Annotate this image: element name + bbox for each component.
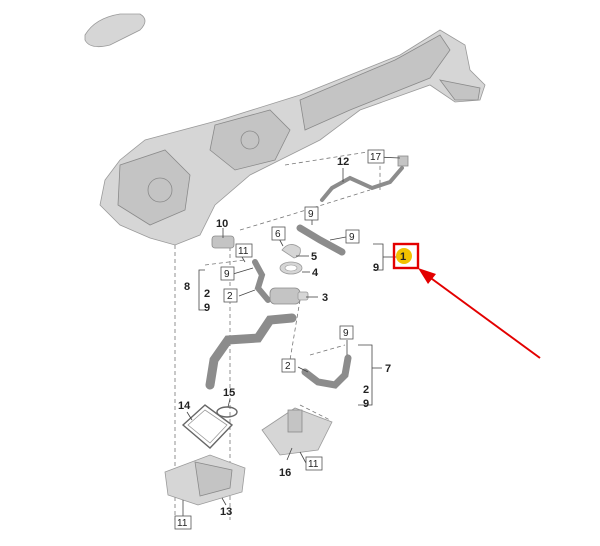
svg-text:9: 9: [349, 232, 355, 243]
clip-part-4: [279, 261, 303, 275]
label-14: 14: [178, 400, 191, 412]
ref-box-2-a: 2: [223, 288, 238, 303]
highlight-dot: [396, 248, 412, 264]
svg-text:9: 9: [224, 269, 230, 280]
label-9-main: 9: [373, 262, 379, 274]
label-13: 13: [220, 506, 232, 518]
label-16: 16: [279, 467, 291, 479]
label-12: 12: [337, 156, 349, 168]
heat-exchanger-part-16: [261, 407, 333, 456]
oring-part-15: [216, 406, 238, 418]
hose-part-8: [252, 259, 271, 303]
svg-text:9: 9: [308, 209, 314, 220]
ref-box-2-b: 2: [281, 358, 296, 373]
cooler-part-13: [164, 454, 246, 506]
label-7-sub-9: 9: [363, 398, 369, 410]
svg-text:11: 11: [238, 246, 249, 257]
label-15: 15: [223, 387, 235, 399]
ref-box-6: 6: [271, 226, 286, 241]
ref-box-17: 17: [367, 149, 385, 164]
svg-text:2: 2: [227, 291, 233, 302]
highlight-box[interactable]: [392, 242, 420, 270]
highlight-part-1[interactable]: 1: [392, 242, 420, 270]
label-3: 3: [322, 292, 328, 304]
ref-box-11-b: 11: [305, 456, 323, 471]
label-8-sub-2: 2: [204, 288, 210, 300]
svg-text:6: 6: [275, 229, 281, 240]
red-arrow: [418, 268, 541, 359]
svg-text:17: 17: [370, 152, 382, 163]
svg-text:9: 9: [343, 328, 349, 339]
large-hose: [205, 313, 297, 390]
ref-box-9-b: 9: [345, 229, 360, 244]
pump-part-3: [269, 287, 309, 305]
hose-part-7: [301, 354, 352, 389]
label-1: 1: [400, 251, 406, 263]
label-7-sub-2: 2: [363, 384, 369, 396]
ref-box-9-c: 9: [220, 266, 235, 281]
hose-part-1: [296, 224, 346, 256]
label-10: 10: [216, 218, 228, 230]
ref-box-9-d: 9: [339, 325, 354, 340]
svg-text:11: 11: [308, 459, 319, 470]
ref-box-9-a: 9: [304, 206, 319, 221]
ref-box-11-c: 11: [174, 515, 192, 530]
svg-text:11: 11: [177, 518, 188, 529]
svg-text:2: 2: [285, 361, 291, 372]
clip-part-5: [281, 244, 301, 259]
cover-part: [84, 13, 146, 48]
gasket-part-14: [181, 404, 234, 449]
ref-box-11-a: 11: [235, 243, 253, 258]
label-8: 8: [184, 281, 190, 293]
label-7: 7: [385, 363, 391, 375]
label-5: 5: [311, 251, 317, 263]
gearbox-housing: [99, 29, 486, 246]
label-8-sub-9: 9: [204, 302, 210, 314]
label-4: 4: [312, 267, 319, 279]
pipe-12: [320, 155, 409, 202]
